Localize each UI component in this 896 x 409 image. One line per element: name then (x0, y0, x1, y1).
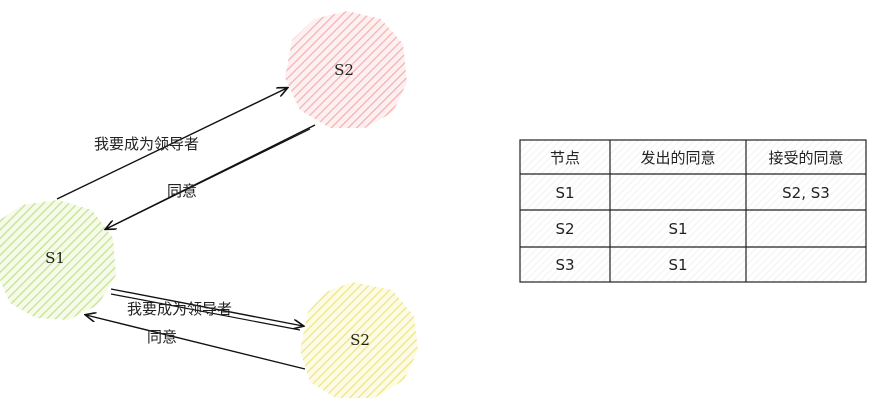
vote-table-cell: S1 (555, 184, 574, 202)
vote-table-cell: S2, S3 (782, 184, 830, 202)
node-bottom-s2: S2 (300, 282, 418, 398)
vote-table-border (519, 139, 867, 283)
node-left-s1: S1 (0, 200, 116, 320)
edge-label-s1-to-top-request: 我要成为领导者 (94, 135, 199, 153)
vote-table-cell: S1 (668, 220, 687, 238)
edge-s1-to-top-request (56, 88, 287, 200)
node-left-label: S1 (45, 249, 65, 267)
edge-label-top-to-s1-agree: 同意 (167, 182, 197, 200)
vote-table-cell: S1 (668, 256, 687, 274)
vote-table: 节点 发出的同意 接受的同意 S1 S2, S3 S2 S1 S3 S1 (519, 139, 867, 283)
node-top-shape (285, 11, 407, 128)
edge-top-to-s1-agree (106, 124, 316, 229)
vote-table-background (520, 140, 866, 282)
node-bottom-label: S2 (350, 331, 370, 349)
edge-bottom-to-s1-agree (86, 315, 306, 370)
node-left-shape (0, 200, 116, 320)
node-top-s2: S2 (285, 11, 407, 128)
edge-label-s1-to-bottom-request: 我要成为领导者 (127, 300, 232, 318)
edge-s1-to-bottom-request (110, 288, 303, 331)
vote-table-header-sent: 发出的同意 (640, 149, 715, 167)
vote-table-cell: S2 (555, 220, 574, 238)
edge-label-bottom-to-s1-agree: 同意 (147, 328, 177, 346)
vote-table-header-received: 接受的同意 (768, 149, 843, 167)
node-top-label: S2 (334, 61, 354, 79)
vote-table-cell: S3 (555, 256, 574, 274)
vote-table-header-node: 节点 (550, 149, 580, 167)
node-bottom-shape (300, 282, 418, 398)
